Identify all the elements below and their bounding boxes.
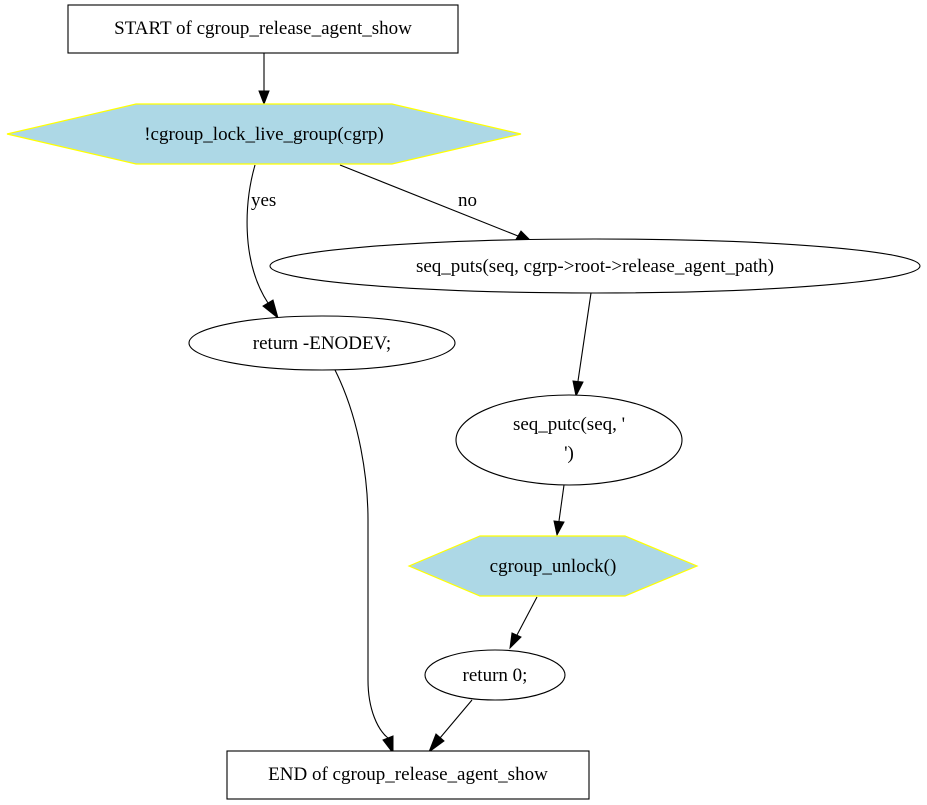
arrowhead: [427, 733, 445, 754]
edges: [246, 53, 592, 755]
seq-puts-node: seq_puts(seq, cgrp->root->release_agent_…: [269, 238, 921, 294]
seq-putc-label-line1: seq_putc(seq, ': [513, 414, 625, 435]
return-zero-label: return 0;: [463, 665, 528, 686]
return-enodev-label: return -ENODEV;: [253, 333, 391, 354]
arrowhead: [382, 735, 394, 755]
end-node-label: END of cgroup_release_agent_show: [268, 764, 548, 785]
edge-puts-to-putc: [577, 292, 592, 382]
return-zero-node: return 0;: [424, 649, 566, 701]
unlock-hexagon: [407, 535, 699, 597]
arrowhead: [553, 520, 565, 537]
edge-enodev-to-end: [334, 369, 389, 739]
seq-puts-label: seq_puts(seq, cgrp->root->release_agent_…: [416, 256, 774, 277]
arrowhead: [509, 632, 522, 650]
edge-label-no: no: [458, 190, 477, 211]
start-node-label: START of cgroup_release_agent_show: [114, 18, 412, 39]
start-node: START of cgroup_release_agent_show: [67, 4, 459, 54]
end-node: END of cgroup_release_agent_show: [226, 750, 590, 800]
lock-check-decision: !cgroup_lock_live_group(cgrp): [6, 103, 522, 165]
arrowhead: [258, 90, 270, 106]
seq-putc-node: seq_putc(seq, ' '): [455, 394, 683, 486]
arrowhead: [262, 299, 279, 320]
decision-hexagon: [6, 103, 522, 165]
edge-lock-no: [339, 164, 519, 237]
edge-putc-to-unlock: [558, 484, 565, 522]
arrowhead: [572, 380, 584, 398]
edge-lock-yes: [246, 164, 269, 304]
return-enodev-node: return -ENODEV;: [188, 315, 456, 371]
seq-putc-label-line2: '): [564, 443, 574, 464]
edge-return-to-end: [439, 699, 473, 739]
edge-unlock-to-return: [516, 596, 538, 636]
lock-check-label: !cgroup_lock_live_group(cgrp): [144, 124, 384, 145]
unlock-node: cgroup_unlock(): [407, 535, 699, 597]
unlock-label: cgroup_unlock(): [490, 556, 617, 577]
edge-label-yes: yes: [251, 190, 276, 211]
